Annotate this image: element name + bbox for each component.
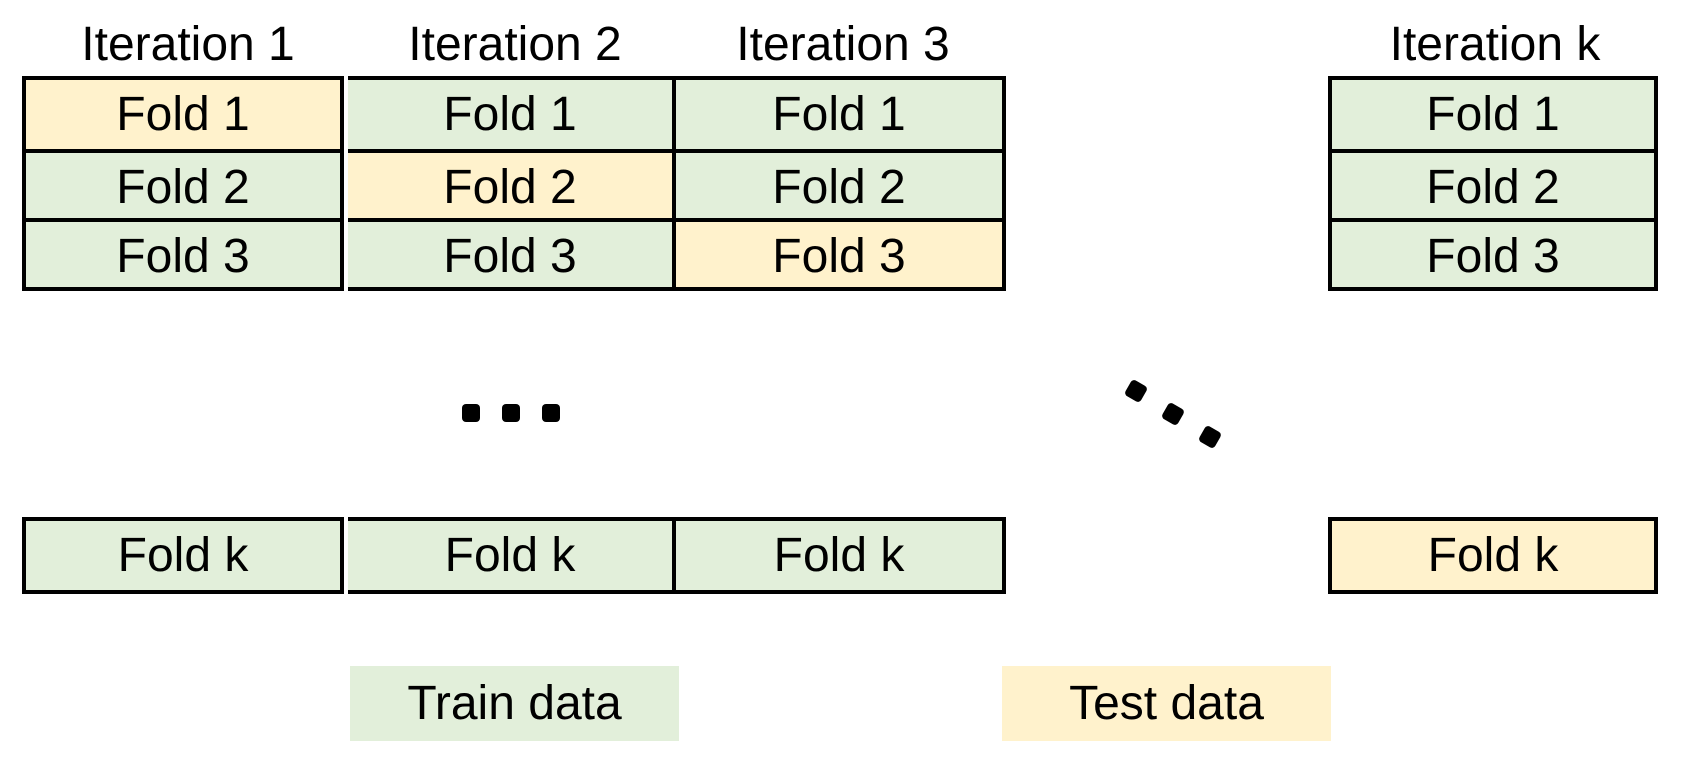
fold-k-cell: Fold k bbox=[676, 521, 1002, 590]
fold-cell: Fold 3 bbox=[1332, 218, 1654, 287]
fold-cell: Fold 1 bbox=[26, 80, 340, 149]
fold-cell: Fold 2 bbox=[26, 149, 340, 218]
ellipsis-dot bbox=[1160, 401, 1186, 427]
fold-cell: Fold 3 bbox=[348, 218, 672, 287]
iteration-k-fold-k: Fold k bbox=[1328, 517, 1658, 594]
iteration-2-folds: Fold 1 Fold 2 Fold 3 bbox=[348, 76, 676, 291]
iteration-1-fold-k: Fold k bbox=[22, 517, 344, 594]
iteration-k-header: Iteration k bbox=[1389, 18, 1601, 71]
iteration-3-header: Iteration 3 bbox=[736, 18, 950, 71]
fold-k-cell: Fold k bbox=[26, 521, 340, 590]
ellipsis-dot bbox=[542, 404, 560, 422]
fold-cell: Fold 2 bbox=[348, 149, 672, 218]
fold-cell: Fold 2 bbox=[676, 149, 1002, 218]
fold-k-cell: Fold k bbox=[1332, 521, 1654, 590]
fold-cell: Fold 3 bbox=[676, 218, 1002, 287]
horizontal-ellipsis bbox=[458, 404, 568, 434]
iteration-2-fold-k: Fold k bbox=[348, 517, 676, 594]
ellipsis-dot bbox=[1123, 378, 1149, 404]
fold-cell: Fold 2 bbox=[1332, 149, 1654, 218]
fold-cell: Fold 3 bbox=[26, 218, 340, 287]
iteration-1-folds: Fold 1 Fold 2 Fold 3 bbox=[22, 76, 344, 291]
legend-train: Train data bbox=[350, 666, 679, 741]
fold-cell: Fold 1 bbox=[676, 80, 1002, 149]
legend-test: Test data bbox=[1002, 666, 1331, 741]
iteration-2-header: Iteration 2 bbox=[408, 18, 622, 71]
fold-cell: Fold 1 bbox=[348, 80, 672, 149]
iteration-3-fold-k: Fold k bbox=[676, 517, 1006, 594]
ellipsis-dot bbox=[502, 404, 520, 422]
ellipsis-dot bbox=[462, 404, 480, 422]
diagonal-ellipsis bbox=[1120, 375, 1230, 455]
fold-cell: Fold 1 bbox=[1332, 80, 1654, 149]
iteration-1-header: Iteration 1 bbox=[81, 18, 295, 71]
iteration-3-folds: Fold 1 Fold 2 Fold 3 bbox=[676, 76, 1006, 291]
fold-k-cell: Fold k bbox=[348, 521, 672, 590]
ellipsis-dot bbox=[1197, 424, 1223, 450]
iteration-k-folds: Fold 1 Fold 2 Fold 3 bbox=[1328, 76, 1658, 291]
